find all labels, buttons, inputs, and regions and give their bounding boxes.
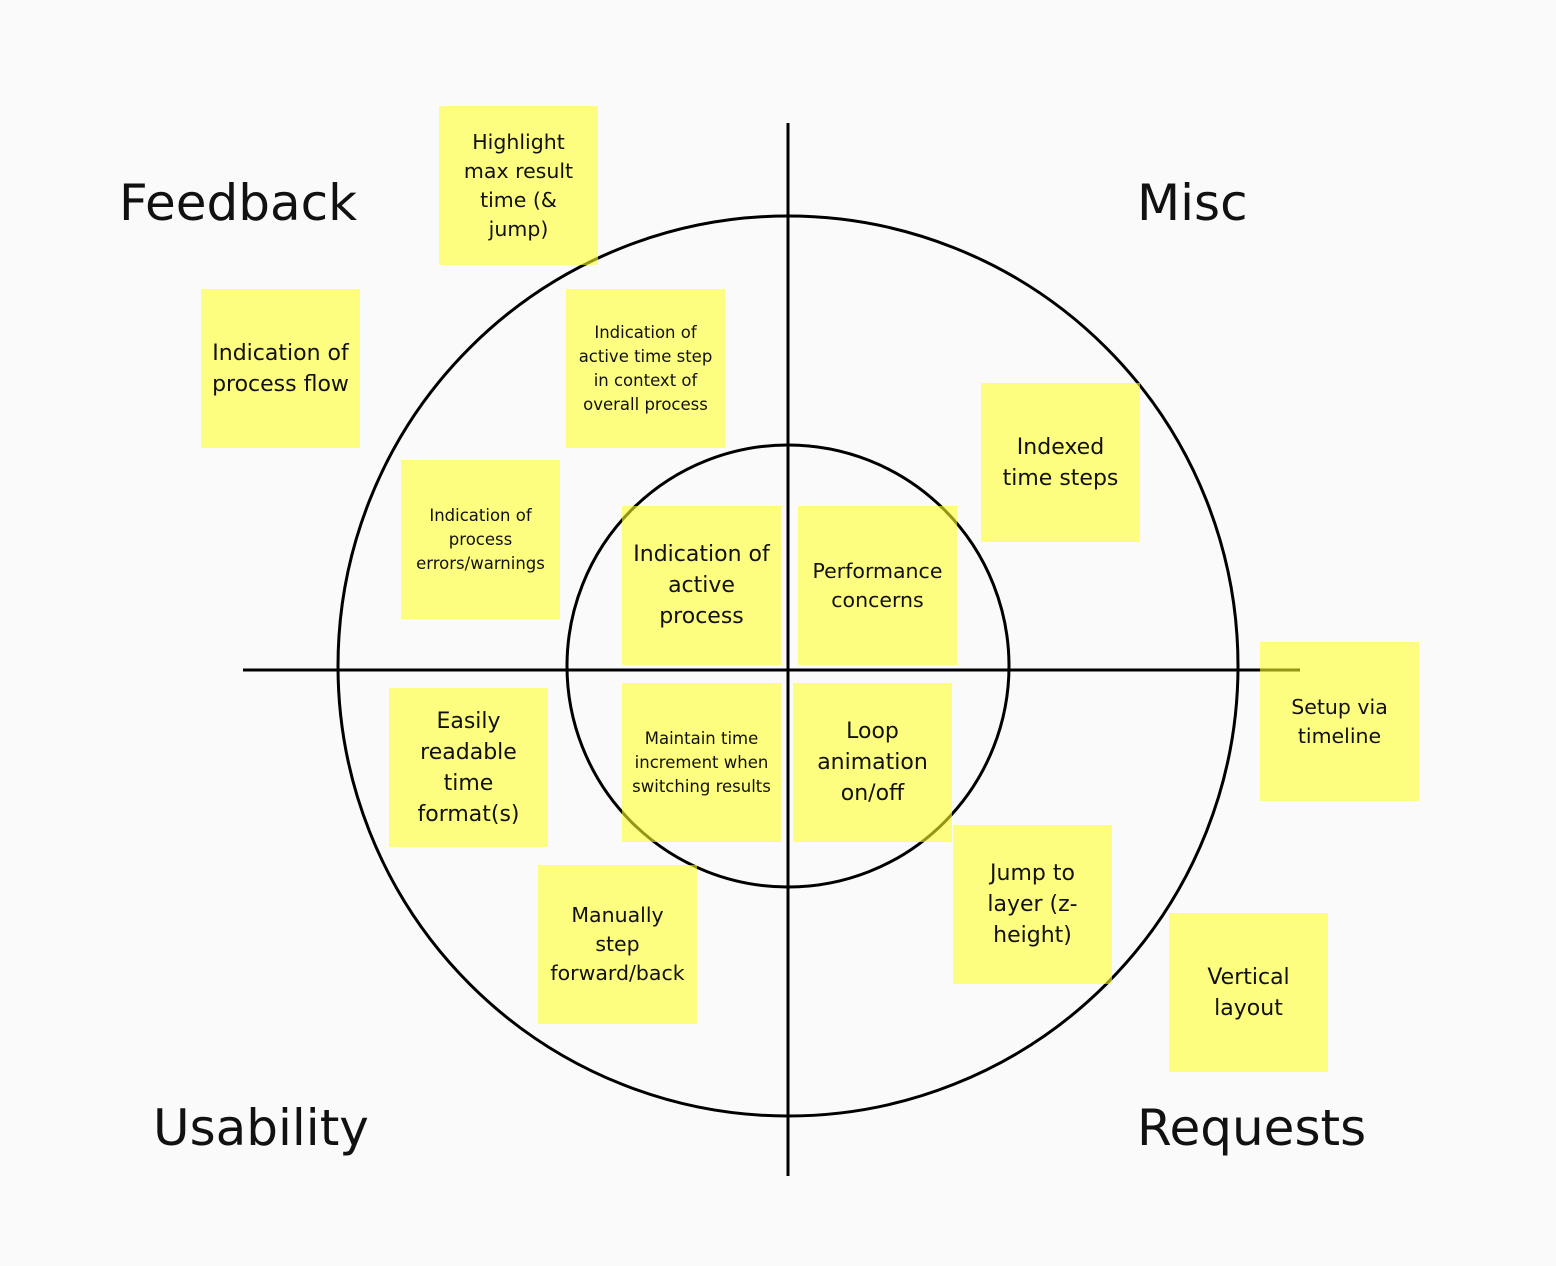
sticky-note-text: Indication of active process (633, 542, 770, 629)
sticky-note-text: Vertical layout (1207, 964, 1290, 1021)
sticky-note-active-time-step[interactable]: Indication of active time step in contex… (566, 289, 725, 448)
sticky-note-text: Performance concerns (812, 558, 943, 612)
quadrant-label-usability: Usability (153, 1099, 369, 1157)
sticky-note-text: Manually step forward/back (550, 903, 685, 985)
sticky-note-text: Indication of active time step in contex… (578, 322, 713, 414)
sticky-note-jump-to-layer[interactable]: Jump to layer (z-height) (953, 825, 1112, 984)
sticky-note-loop-animation[interactable]: Loop animation on/off (793, 683, 952, 842)
sticky-note-setup-via-timeline[interactable]: Setup via timeline (1260, 642, 1419, 801)
sticky-note-performance-concerns[interactable]: Performance concerns (798, 506, 957, 665)
sticky-note-text: Maintain time increment when switching r… (632, 728, 771, 796)
sticky-note-text: Highlight max result time (& jump) (463, 129, 574, 241)
sticky-note-text: Indication of process flow (212, 340, 349, 397)
sticky-note-readable-time-format[interactable]: Easily readable time format(s) (389, 688, 548, 847)
sticky-note-manually-step[interactable]: Manually step forward/back (538, 865, 697, 1024)
sticky-note-text: Indication of process errors/warnings (416, 505, 545, 573)
quadrant-label-feedback: Feedback (119, 174, 358, 232)
sticky-note-text: Jump to layer (z-height) (987, 861, 1078, 948)
sticky-note-text: Easily readable time format(s) (417, 708, 520, 827)
sticky-note-active-process[interactable]: Indication of active process (622, 506, 781, 665)
sticky-note-indexed-time-steps[interactable]: Indexed time steps (981, 383, 1140, 542)
sticky-note-highlight-max-result-time[interactable]: Highlight max result time (& jump) (439, 106, 598, 265)
quadrant-label-misc: Misc (1137, 174, 1248, 232)
sticky-note-vertical-layout[interactable]: Vertical layout (1169, 913, 1328, 1072)
sticky-note-process-errors[interactable]: Indication of process errors/warnings (401, 460, 560, 619)
sticky-note-text: Indexed time steps (1002, 434, 1119, 491)
sticky-note-text: Setup via timeline (1291, 694, 1388, 748)
sticky-note-maintain-time-increment[interactable]: Maintain time increment when switching r… (622, 683, 781, 842)
sticky-note-text: Loop animation on/off (817, 719, 928, 806)
quadrant-label-requests: Requests (1137, 1099, 1367, 1157)
sticky-note-process-flow[interactable]: Indication of process flow (201, 289, 360, 448)
